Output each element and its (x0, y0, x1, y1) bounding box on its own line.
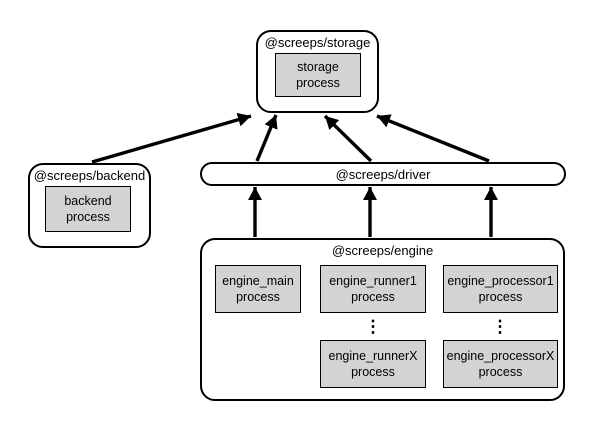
arrow-driver-to-storage (323, 114, 373, 163)
package-storage: @screeps/storage storage process (256, 30, 379, 113)
package-backend: @screeps/backend backend process (28, 163, 151, 248)
engine-runnerX-process-name: engine_runnerX (328, 348, 418, 363)
backend-process-word: process (66, 210, 110, 224)
package-driver-label: @screeps/driver (335, 166, 431, 182)
engine-processorX-process-box: engine_processorX process (443, 340, 558, 388)
engine-processor1-process-box: engine_processor1 process (443, 265, 558, 313)
arrow-driver-to-storage (376, 114, 490, 163)
runner-ellipsis: ⋮ (364, 317, 382, 336)
package-backend-label: @screeps/backend (33, 168, 146, 183)
backend-process-name: backend (64, 193, 112, 208)
engine-runnerX-process-box: engine_runnerX process (320, 340, 426, 388)
processor-ellipsis: ⋮ (491, 317, 509, 336)
backend-process-box: backend process (45, 186, 131, 232)
engine-processorX-process-word: process (478, 365, 523, 379)
package-storage-label: @screeps/storage (264, 35, 371, 50)
arrow-driver-to-storage (255, 114, 278, 162)
engine-main-process-word: process (236, 290, 280, 304)
engine-processor1-process-word: process (478, 290, 523, 304)
storage-process-name: storage (297, 59, 339, 74)
arrow-backend-to-storage (91, 112, 252, 164)
engine-runner1-process-word: process (351, 290, 395, 304)
package-engine-label: @screeps/engine (331, 243, 434, 258)
storage-process-word: process (296, 76, 340, 90)
storage-process-box: storage process (275, 53, 361, 97)
engine-runner1-process-name: engine_runner1 (329, 273, 417, 288)
package-engine: @screeps/engine engine_main process engi… (200, 238, 565, 401)
engine-processor1-process-name: engine_processor1 (447, 273, 554, 288)
engine-main-process-box: engine_main process (215, 265, 301, 313)
engine-main-process-name: engine_main (222, 273, 294, 288)
engine-runnerX-process-word: process (351, 365, 395, 379)
engine-processorX-process-name: engine_processorX (446, 348, 555, 363)
package-driver: @screeps/driver (200, 162, 566, 186)
engine-runner1-process-box: engine_runner1 process (320, 265, 426, 313)
